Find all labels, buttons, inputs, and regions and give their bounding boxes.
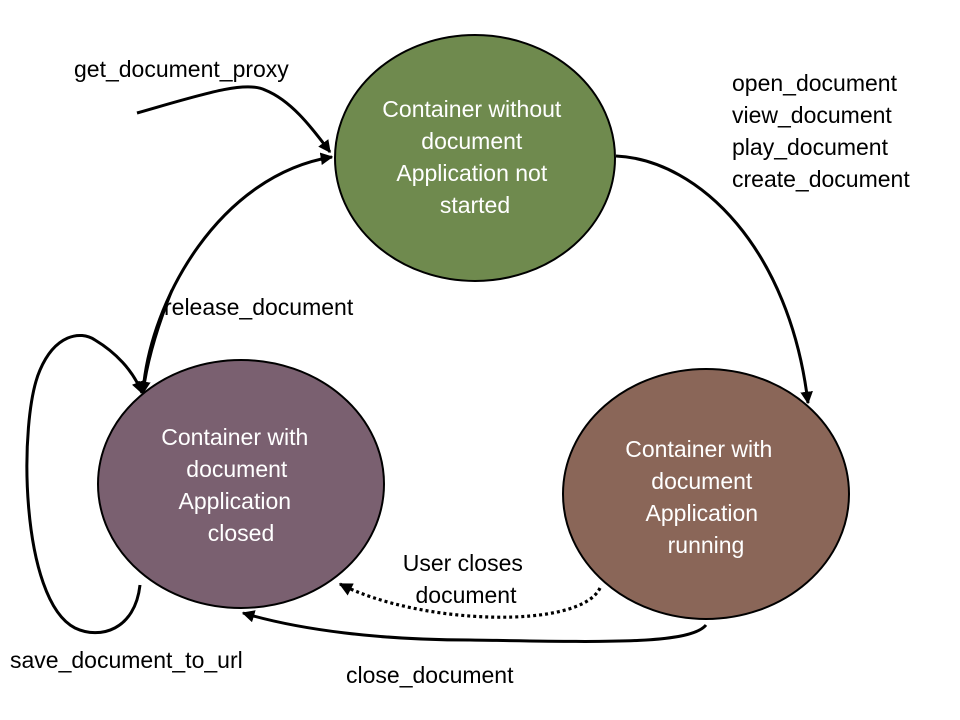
state-node-doc-closed[interactable]: Container with document Application clos…	[97, 359, 385, 609]
edge-label-get-document-proxy: get_document_proxy	[74, 56, 289, 82]
edge-label-close-document: close_document	[346, 662, 514, 688]
edge-get-document-proxy	[136, 85, 332, 154]
edge-label-open-view-play-create: open_document view_document play_documen…	[732, 70, 910, 192]
edge-label-user-closes-document: User closes document	[403, 550, 530, 608]
edge-open-view-play-create	[615, 154, 813, 405]
node-label: Container with document Application clos…	[161, 424, 314, 546]
node-label: Container without document Application n…	[382, 96, 567, 218]
node-label: Container with document Application runn…	[625, 436, 778, 558]
edge-label-save-document-to-url: save_document_to_url	[10, 647, 243, 673]
edge-label-release-document: release_document	[164, 294, 354, 320]
state-node-doc-running[interactable]: Container with document Application runn…	[562, 368, 850, 620]
edge-close-document	[241, 610, 708, 643]
edge-release-document-down	[138, 289, 174, 395]
edge-save-document-to-url	[25, 333, 144, 635]
state-node-no-document[interactable]: Container without document Application n…	[334, 34, 616, 282]
edge-release-document-up	[141, 152, 334, 393]
edge-user-closes-document	[338, 582, 602, 619]
